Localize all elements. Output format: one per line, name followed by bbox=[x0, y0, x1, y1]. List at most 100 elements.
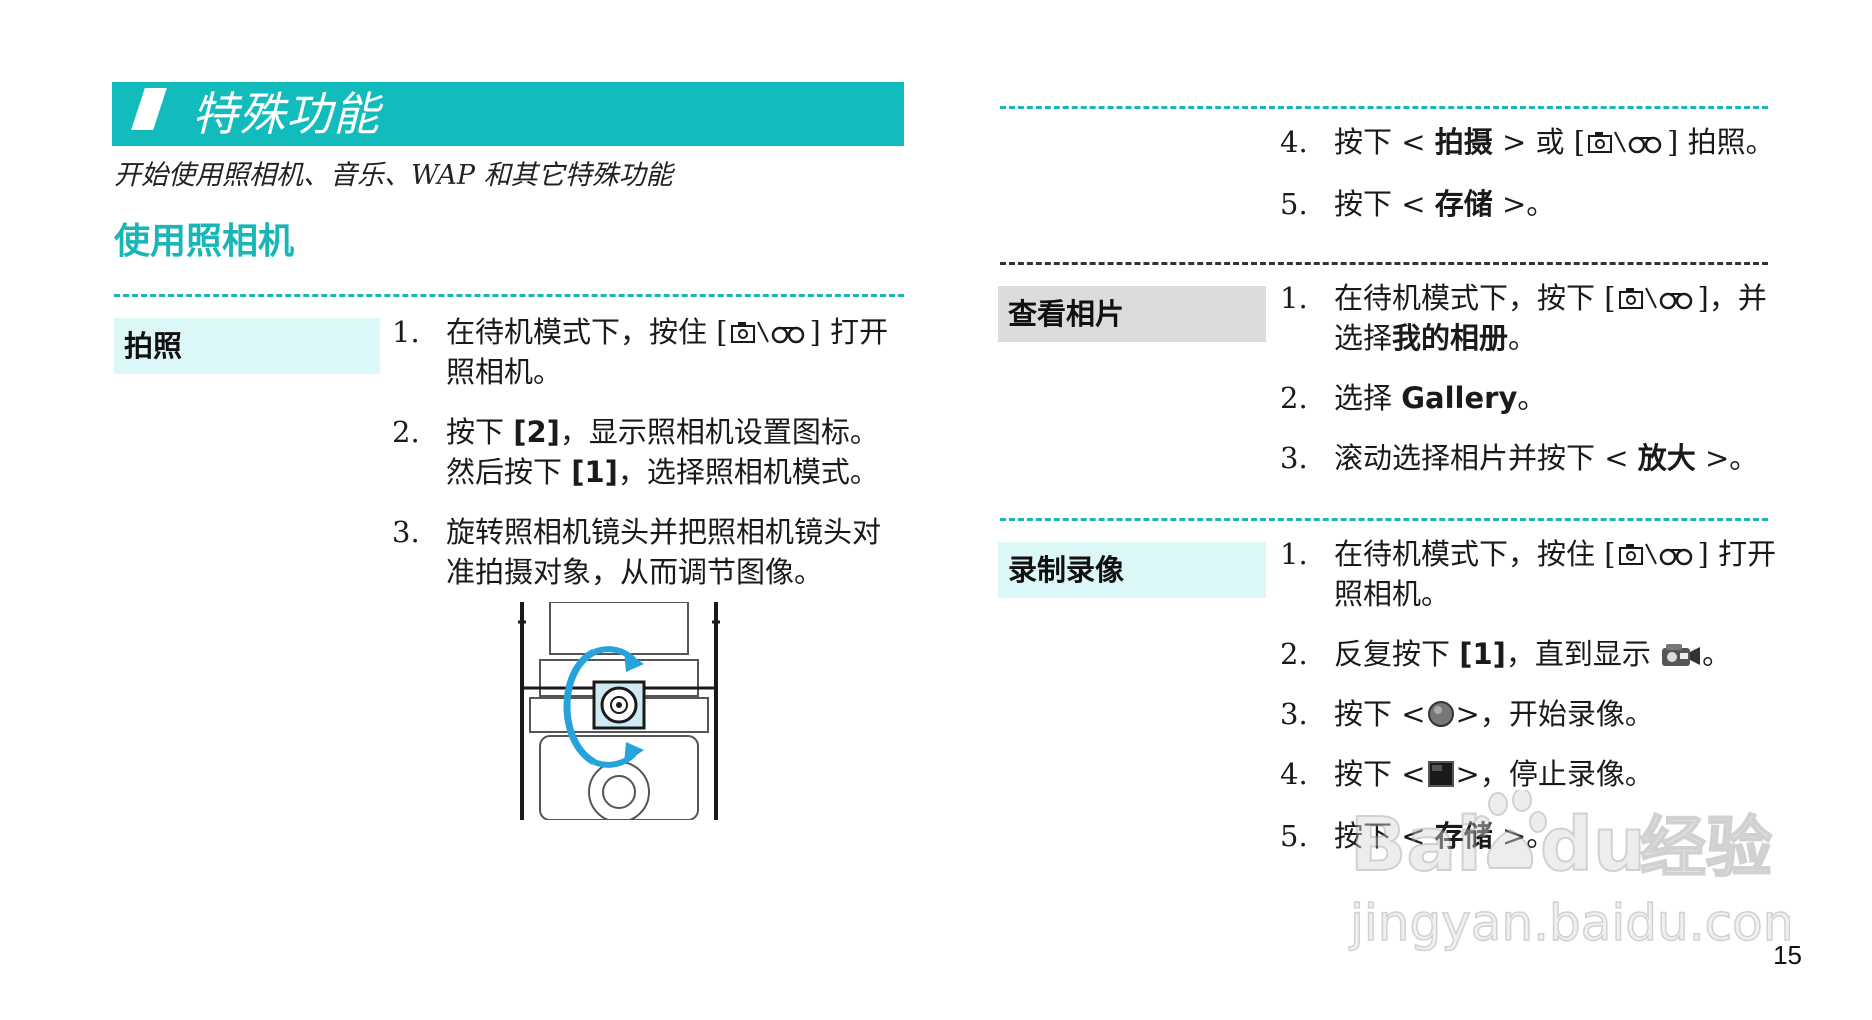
page-title: 特殊功能 bbox=[192, 87, 380, 141]
step-text: 反复按下 [1]，直到显示 。 bbox=[1334, 634, 1731, 674]
step-number: 2. bbox=[1280, 381, 1308, 415]
phone-camera-illustration bbox=[518, 602, 720, 820]
step-text-line2: 然后按下 [1]，选择照相机模式。 bbox=[446, 452, 879, 492]
view-step-1: 1. 在待机模式下，按下 [ ]，并 选择我的相册。 bbox=[1280, 278, 1800, 362]
key-label: [2] bbox=[513, 415, 560, 449]
record-step-5: 5. 按下 < 存储 >。 bbox=[1280, 816, 1800, 856]
step-text-line2: 照相机。 bbox=[446, 355, 563, 389]
step-text-part: ，显示照相机设置图标。 bbox=[559, 415, 879, 449]
divider bbox=[1000, 106, 1768, 109]
step-text-part: >，停止录像。 bbox=[1455, 757, 1654, 791]
label-take-photo: 拍照 bbox=[114, 318, 380, 374]
step-text-part: 选择 bbox=[1334, 321, 1393, 355]
video-camera-icon bbox=[1660, 640, 1702, 670]
step-1: 1. 在待机模式下，按住 [ ] 打开 照相机。 bbox=[392, 312, 912, 396]
step-text-part: >，开始录像。 bbox=[1455, 697, 1654, 731]
baidu-jingyan-watermark: Bai du 经验 jingyan.baidu.com bbox=[1348, 790, 1790, 953]
step-number: 5. bbox=[1280, 187, 1308, 221]
step-text: 按下 < 存储 >。 bbox=[1334, 184, 1555, 224]
step-text-part: 按下 < bbox=[1334, 697, 1426, 731]
step-number: 1. bbox=[1280, 537, 1308, 571]
step-text: 按下 [2]，显示照相机设置图标。 bbox=[446, 412, 879, 452]
svg-text:du: du bbox=[1540, 802, 1646, 888]
step-text: 按下 < >，停止录像。 bbox=[1334, 754, 1654, 794]
step-number: 1. bbox=[1280, 281, 1308, 315]
label-text: 查看相片 bbox=[1008, 297, 1125, 331]
step-text: 滚动选择相片并按下 < 放大 >。 bbox=[1334, 438, 1758, 478]
step-text-part: 在待机模式下，按住 [ bbox=[1334, 537, 1616, 571]
step-text-part: ，选择照相机模式。 bbox=[617, 455, 879, 489]
menu-label: Gallery bbox=[1401, 381, 1518, 415]
camera-key-icon bbox=[1616, 282, 1698, 310]
step-text-part: > 或 [ bbox=[1492, 125, 1586, 159]
label-record-video: 录制录像 bbox=[998, 542, 1266, 598]
step-number: 3. bbox=[1280, 441, 1308, 475]
label-view-photos: 查看相片 bbox=[998, 286, 1266, 342]
step-number: 3. bbox=[392, 515, 420, 549]
step-number: 5. bbox=[1280, 819, 1308, 853]
step-text-part: >。 bbox=[1492, 187, 1556, 221]
header-bar bbox=[112, 82, 904, 146]
record-step-4: 4. 按下 < >，停止录像。 bbox=[1280, 754, 1800, 794]
step-text-line2: 准拍摄对象，从而调节图像。 bbox=[446, 555, 824, 589]
step-text-part: 反复按下 bbox=[1334, 637, 1460, 671]
divider bbox=[1000, 262, 1768, 265]
record-step-2: 2. 反复按下 [1]，直到显示 。 bbox=[1280, 634, 1800, 674]
step-text-part: 选择 bbox=[1334, 381, 1402, 415]
step-text-part: 按下 < bbox=[1334, 187, 1435, 221]
svg-text:jingyan.baidu.com: jingyan.baidu.com bbox=[1349, 894, 1790, 952]
divider bbox=[114, 294, 904, 297]
view-step-2: 2. 选择 Gallery。 bbox=[1280, 378, 1800, 418]
step-text: 在待机模式下，按住 [ ] 打开 bbox=[1334, 534, 1776, 574]
step-number: 4. bbox=[1280, 125, 1308, 159]
step-text-part: ] 打开 bbox=[809, 315, 889, 349]
step-text-part: 。 bbox=[1517, 381, 1547, 415]
step-2: 2. 按下 [2]，显示照相机设置图标。 然后按下 [1]，选择照相机模式。 bbox=[392, 412, 912, 496]
camera-key-icon bbox=[1616, 538, 1698, 566]
section-title: 使用照相机 bbox=[114, 221, 295, 262]
step-text-line2: 照相机。 bbox=[1334, 577, 1451, 611]
step-text: 在待机模式下，按住 [ ] 打开 bbox=[446, 312, 888, 352]
softkey-label: 拍摄 bbox=[1434, 125, 1493, 159]
key-label: [1] bbox=[571, 455, 618, 489]
record-step-1: 1. 在待机模式下，按住 [ ] 打开 照相机。 bbox=[1280, 534, 1800, 618]
step-text-part: 在待机模式下，按住 [ bbox=[446, 315, 728, 349]
step-text: 在待机模式下，按下 [ ]，并 bbox=[1334, 278, 1767, 318]
step-text-part: ，直到显示 bbox=[1505, 637, 1661, 671]
step-number: 2. bbox=[1280, 637, 1308, 671]
step-text-part: ]，并 bbox=[1697, 281, 1767, 315]
svg-text:Bai: Bai bbox=[1350, 802, 1482, 888]
step-text: 按下 < 存储 >。 bbox=[1334, 816, 1555, 856]
step-text-part: 按下 bbox=[446, 415, 514, 449]
page-subtitle: 开始使用照相机、音乐、WAP 和其它特殊功能 bbox=[114, 160, 673, 191]
label-text: 录制录像 bbox=[1008, 553, 1125, 587]
softkey-label: 存储 bbox=[1434, 187, 1493, 221]
divider bbox=[1000, 518, 1768, 521]
step-text-part: 按下 < bbox=[1334, 819, 1435, 853]
label-text: 拍照 bbox=[124, 329, 183, 363]
step-text-part: 。 bbox=[1702, 637, 1732, 671]
camera-key-icon bbox=[1585, 126, 1667, 154]
camera-key-icon bbox=[728, 316, 810, 344]
step-number: 2. bbox=[392, 415, 420, 449]
svg-text:经验: 经验 bbox=[1640, 809, 1772, 886]
step-5-top: 5. 按下 < 存储 >。 bbox=[1280, 184, 1800, 224]
step-text-part: >。 bbox=[1695, 441, 1759, 475]
record-step-3: 3. 按下 < >，开始录像。 bbox=[1280, 694, 1800, 734]
step-text-part: >。 bbox=[1492, 819, 1556, 853]
step-text-part: 。 bbox=[1508, 321, 1538, 355]
step-text: 按下 < 拍摄 > 或 [ ] 拍照。 bbox=[1334, 122, 1775, 162]
step-text: 旋转照相机镜头并把照相机镜头对 bbox=[446, 515, 882, 549]
step-text-part: 按下 < bbox=[1334, 757, 1426, 791]
step-number: 4. bbox=[1280, 757, 1308, 791]
softkey-label: 存储 bbox=[1434, 819, 1493, 853]
step-text-part: ] 打开 bbox=[1697, 537, 1777, 571]
step-text-part: 滚动选择相片并按下 < bbox=[1334, 441, 1638, 475]
step-number: 3. bbox=[1280, 697, 1308, 731]
step-4-top: 4. 按下 < 拍摄 > 或 [ ] 拍照。 bbox=[1280, 122, 1800, 162]
step-text-part: 然后按下 bbox=[446, 455, 572, 489]
menu-label: 我的相册 bbox=[1392, 321, 1509, 355]
view-step-3: 3. 滚动选择相片并按下 < 放大 >。 bbox=[1280, 438, 1800, 478]
step-3: 3. 旋转照相机镜头并把照相机镜头对 准拍摄对象，从而调节图像。 bbox=[392, 512, 912, 596]
key-label: [1] bbox=[1459, 637, 1506, 671]
